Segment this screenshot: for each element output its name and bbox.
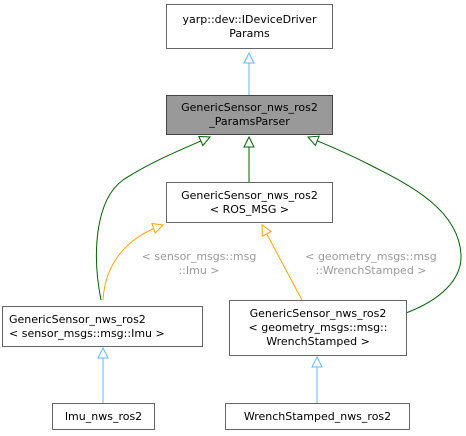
edge-imu-spec-to-template [102,225,163,301]
edge-label-line-2: ::WrenchStamped > [315,264,427,277]
class-name-line-2: < sensor_msgs::msg::Imu > [9,326,165,340]
class-params-parser[interactable]: GenericSensor_nws_ros2 _ParamsParser [166,95,333,135]
class-name-line-1: WrenchStamped_nws_ros2 [243,409,392,423]
edge-wrench-spec-to-parser [308,137,462,314]
class-name-line-1: GenericSensor_nws_ros2 [181,188,318,202]
class-name-line-2: < ROS_MSG > [209,202,290,216]
class-name-line-3: WrenchStamped > [266,335,370,348]
class-name-line-1: GenericSensor_nws_ros2 [181,101,318,114]
edge-label-line-2: ::Imu > [178,264,220,277]
class-name-line-2: Params [229,26,270,40]
edge-wrench-spec-to-template [262,225,303,301]
class-name-line-1: GenericSensor_nws_ros2 [249,307,387,320]
class-name-line-1: GenericSensor_nws_ros2 [9,312,146,326]
class-wrenchstamped-nws-ros2[interactable]: WrenchStamped_nws_ros2 [225,403,410,430]
edge-label-wrench-template-arg: < geometry_msgs::msg ::WrenchStamped > [290,250,452,278]
class-idevicedriver-params[interactable]: yarp::dev::IDeviceDriver Params [166,4,333,49]
class-imu-nws-ros2[interactable]: Imu_nws_ros2 [52,403,155,430]
class-generic-sensor-template[interactable]: GenericSensor_nws_ros2 < ROS_MSG > [166,182,333,223]
class-name-line-1: Imu_nws_ros2 [64,409,143,423]
class-generic-sensor-imu[interactable]: GenericSensor_nws_ros2 < sensor_msgs::ms… [2,306,203,347]
class-name-line-2: _ParamsParser [209,115,290,128]
class-generic-sensor-wrench[interactable]: GenericSensor_nws_ros2 < geometry_msgs::… [229,300,407,356]
edge-label-line-1: < geometry_msgs::msg [305,250,437,263]
edge-imu-spec-to-parser [95,137,210,301]
edge-label-imu-template-arg: < sensor_msgs::msg ::Imu > [126,250,272,278]
class-name-line-1: yarp::dev::IDeviceDriver [182,12,317,26]
edge-label-line-1: < sensor_msgs::msg [141,250,257,263]
class-name-line-2: < geometry_msgs::msg:: [248,321,388,334]
